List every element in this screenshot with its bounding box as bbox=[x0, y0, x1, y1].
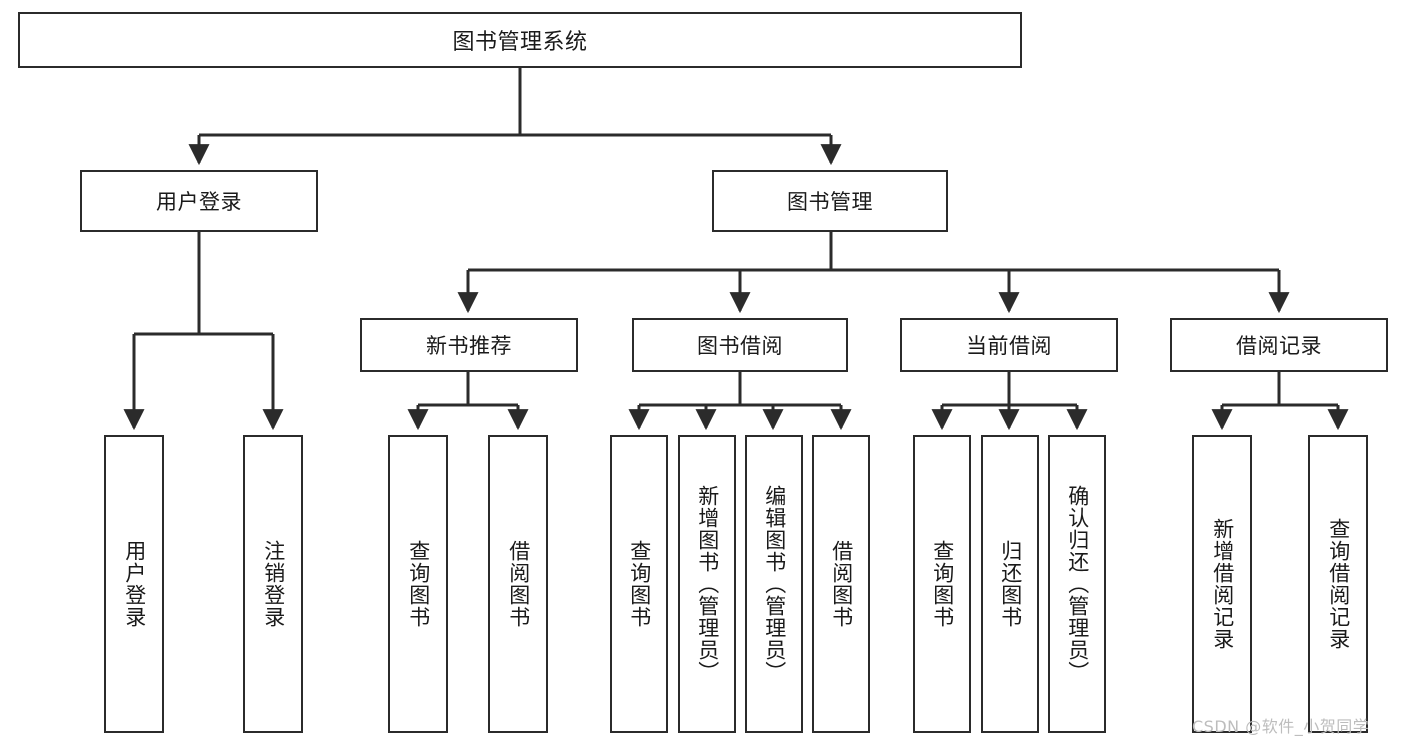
leaf-book-borrow-4[interactable]: 借阅图书 bbox=[812, 435, 870, 733]
leaf-label: 编辑图书（管理员） bbox=[762, 485, 787, 683]
leaf-label: 查询借阅记录 bbox=[1326, 518, 1351, 650]
leaf-current-borrow-3[interactable]: 确认归还（管理员） bbox=[1048, 435, 1106, 733]
leaf-current-borrow-2[interactable]: 归还图书 bbox=[981, 435, 1039, 733]
leaf-borrow-record-2[interactable]: 查询借阅记录 bbox=[1308, 435, 1368, 733]
leaf-label: 借阅图书 bbox=[506, 540, 531, 628]
leaf-label: 确认归还（管理员） bbox=[1065, 485, 1090, 683]
leaf-new-book-2[interactable]: 借阅图书 bbox=[488, 435, 548, 733]
leaf-label: 新增借阅记录 bbox=[1210, 518, 1235, 650]
node-book-borrow[interactable]: 图书借阅 bbox=[632, 318, 848, 372]
leaf-new-book-1[interactable]: 查询图书 bbox=[388, 435, 448, 733]
node-root-system[interactable]: 图书管理系统 bbox=[18, 12, 1022, 68]
leaf-label: 查询图书 bbox=[930, 540, 955, 628]
node-current-borrow[interactable]: 当前借阅 bbox=[900, 318, 1118, 372]
node-new-book-recommend[interactable]: 新书推荐 bbox=[360, 318, 578, 372]
leaf-label: 归还图书 bbox=[998, 540, 1023, 628]
leaf-book-borrow-3[interactable]: 编辑图书（管理员） bbox=[745, 435, 803, 733]
leaf-user-login-2[interactable]: 注销登录 bbox=[243, 435, 303, 733]
leaf-label: 用户登录 bbox=[122, 540, 147, 628]
leaf-label: 注销登录 bbox=[261, 540, 286, 628]
leaf-label: 新增图书（管理员） bbox=[695, 485, 720, 683]
leaf-book-borrow-1[interactable]: 查询图书 bbox=[610, 435, 668, 733]
leaf-current-borrow-1[interactable]: 查询图书 bbox=[913, 435, 971, 733]
node-borrow-record[interactable]: 借阅记录 bbox=[1170, 318, 1388, 372]
node-book-management[interactable]: 图书管理 bbox=[712, 170, 948, 232]
leaf-label: 查询图书 bbox=[406, 540, 431, 628]
leaf-label: 查询图书 bbox=[627, 540, 652, 628]
leaf-label: 借阅图书 bbox=[829, 540, 854, 628]
leaf-borrow-record-1[interactable]: 新增借阅记录 bbox=[1192, 435, 1252, 733]
node-user-login[interactable]: 用户登录 bbox=[80, 170, 318, 232]
leaf-book-borrow-2[interactable]: 新增图书（管理员） bbox=[678, 435, 736, 733]
watermark: CSDN @软件_小贺同学 bbox=[1192, 717, 1370, 736]
leaf-user-login-1[interactable]: 用户登录 bbox=[104, 435, 164, 733]
